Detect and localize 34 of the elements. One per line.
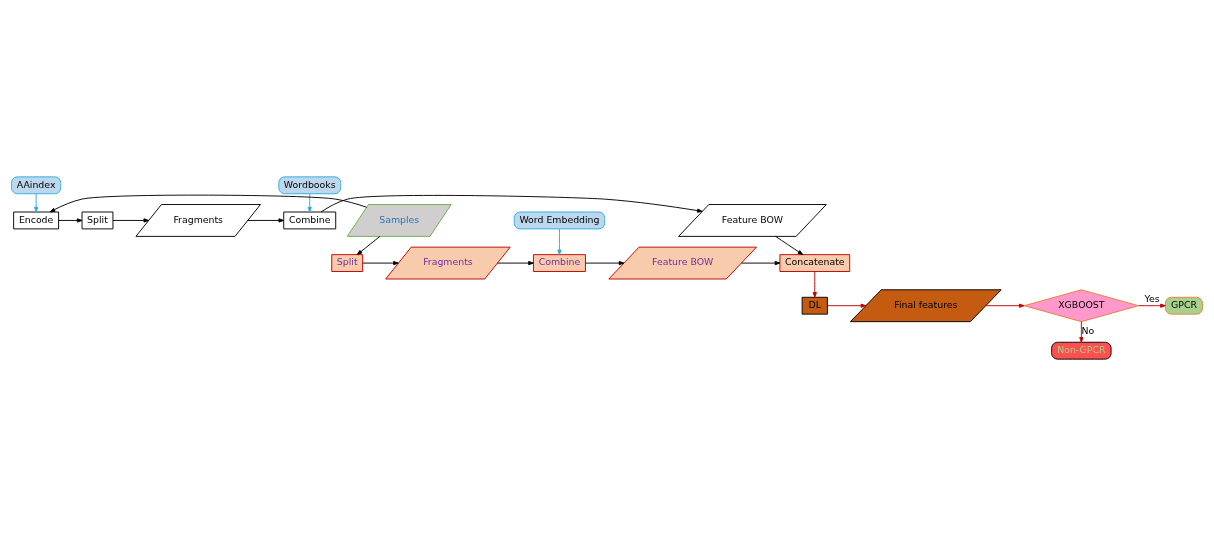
arrow <box>1138 303 1166 308</box>
arrow <box>827 303 867 308</box>
edge-label: No <box>1081 325 1095 337</box>
node-box: Combine <box>283 211 337 230</box>
node-box: Concatenate <box>779 254 851 272</box>
arrow <box>34 193 39 213</box>
node-box: GPCR <box>1165 296 1203 315</box>
node-box: Split <box>81 211 114 230</box>
node-diamond: XGBOOST <box>1023 289 1139 323</box>
node-box: Split <box>331 254 364 272</box>
node-box: Combine <box>532 254 586 272</box>
node-box: Encode <box>13 211 60 230</box>
arrow <box>112 218 150 223</box>
arrow <box>356 235 381 256</box>
arrow <box>497 260 534 266</box>
arrow <box>49 194 368 213</box>
node-box: Wordbooks <box>278 176 342 195</box>
node-box: AAindex <box>11 176 62 195</box>
arrow <box>320 194 703 213</box>
arrow <box>307 193 312 213</box>
node-box: DL <box>801 296 828 315</box>
arrow <box>585 260 625 266</box>
node-box: Non-GPCR <box>1051 341 1112 360</box>
node-box: Word Embedding <box>513 211 606 230</box>
arrow <box>362 260 399 266</box>
edge-label: Yes <box>1144 292 1160 304</box>
arrow <box>985 303 1025 308</box>
arrow <box>1079 321 1084 343</box>
arrow <box>812 271 817 298</box>
arrow <box>775 235 804 256</box>
arrow <box>557 228 562 256</box>
arrow <box>247 218 285 223</box>
arrow <box>58 218 83 223</box>
arrow <box>741 260 781 266</box>
